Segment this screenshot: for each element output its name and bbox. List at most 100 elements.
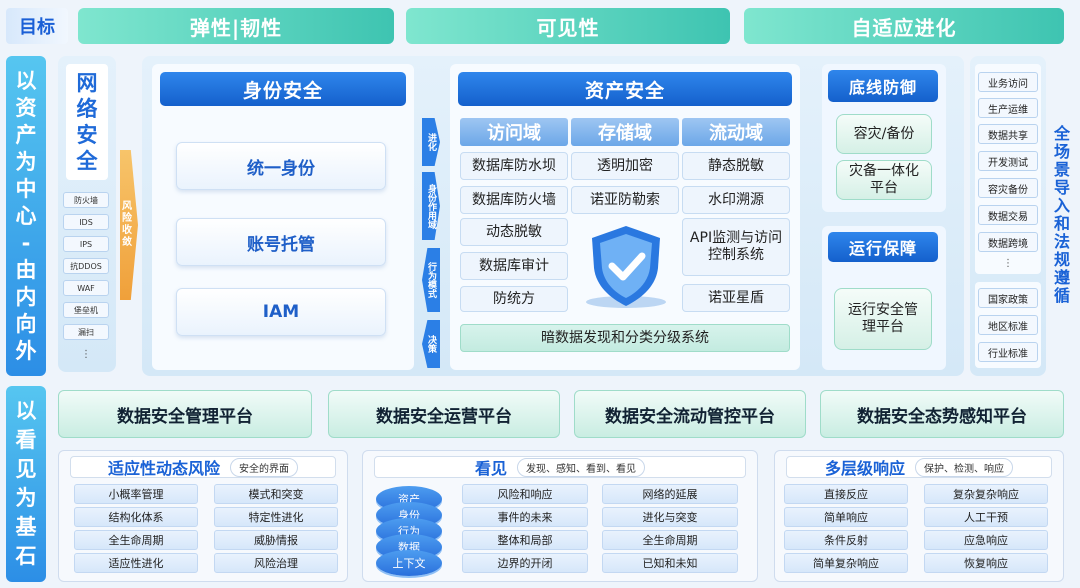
identity-card-iam: IAM (176, 288, 386, 336)
see-item: 已知和未知 (602, 553, 738, 573)
risk-item: 模式和突变 (214, 484, 338, 504)
scene-more: ⋮ (1003, 257, 1013, 269)
left-title-char: 为 (15, 486, 37, 510)
response-item: 条件反射 (784, 530, 908, 550)
title-char: 络 (76, 97, 98, 121)
network-more: ⋮ (81, 348, 91, 360)
scene-item: 业务访问 (978, 72, 1038, 92)
regulation-item: 行业标准 (978, 342, 1038, 362)
network-item: WAF (63, 280, 109, 296)
left-title-char: 外 (15, 338, 37, 363)
zone-flow: 流动域 (682, 118, 790, 146)
scenes-vertical-title: 全 场 景 导 入 和 法 规 遵 循 (1048, 120, 1076, 310)
risk-header: 适应性动态风险 安全的界面 (70, 456, 336, 478)
response-item: 应急响应 (924, 530, 1048, 550)
title-char: 全 (1053, 124, 1070, 143)
identity-card-unified: 统一身份 (176, 142, 386, 190)
network-item: IDS (63, 214, 109, 230)
see-item: 网络的延展 (602, 484, 738, 504)
network-security-title: 网 络 安 全 (66, 64, 108, 180)
asset-item: 静态脱敏 (682, 152, 790, 180)
risk-subtitle: 安全的界面 (230, 457, 298, 477)
scene-item: 生产运维 (978, 98, 1038, 118)
arrow-char: 险 (122, 213, 132, 224)
asset-item: 动态脱敏 (460, 218, 568, 246)
arrow-label: 风 险 收 敛 (122, 201, 132, 249)
response-item: 恢复响应 (924, 553, 1048, 573)
see-subtitle: 发现、感知、看到、看见 (517, 457, 645, 477)
connector-identity-scope: 身份作用域 (422, 172, 440, 240)
title-char: 安 (76, 123, 98, 147)
left-title-char: 内 (15, 284, 37, 309)
left-title-char: 基 (15, 515, 37, 539)
response-item: 简单响应 (784, 507, 908, 527)
left-title-char: 中 (15, 176, 37, 201)
left-title-char: 见 (15, 457, 37, 481)
platform-situational-awareness: 数据安全态势感知平台 (820, 390, 1064, 438)
risk-item: 风险治理 (214, 553, 338, 573)
title-char: 法 (1053, 232, 1070, 251)
risk-item: 全生命周期 (74, 530, 198, 550)
scene-item: 数据共享 (978, 124, 1038, 144)
identity-security-title: 身份安全 (160, 72, 406, 106)
response-item: 直接反应 (784, 484, 908, 504)
left-title-char: - (21, 230, 31, 255)
regulation-item: 国家政策 (978, 288, 1038, 308)
risk-item: 威胁情报 (214, 530, 338, 550)
goal-resilience: 弹性|韧性 (78, 8, 394, 44)
title-char: 网 (76, 71, 98, 95)
response-header: 多层级响应 保护、检测、响应 (786, 456, 1052, 478)
asset-item: 防统方 (460, 286, 568, 312)
title-char: 遵 (1053, 268, 1070, 287)
scene-item: 开发测试 (978, 151, 1038, 171)
title-char: 景 (1053, 160, 1070, 179)
left-title-char: 向 (15, 311, 37, 336)
title-char: 入 (1053, 196, 1070, 215)
see-item: 事件的未来 (462, 507, 588, 527)
left-title-char: 石 (15, 544, 37, 568)
title-char: 循 (1053, 286, 1070, 305)
see-header: 看见 发现、感知、看到、看见 (374, 456, 746, 478)
zone-access: 访问域 (460, 118, 568, 146)
risk-convergence-arrow: 风 险 收 敛 (120, 150, 138, 300)
dark-data-discovery-system: 暗数据发现和分类分级系统 (460, 324, 790, 352)
network-item: 漏扫 (63, 324, 109, 340)
left-title-char: 以 (15, 68, 37, 93)
regulation-item: 地区标准 (978, 315, 1038, 335)
network-item: 抗DDOS (63, 258, 109, 274)
goal-adaptive-evolution: 自适应进化 (744, 8, 1064, 44)
connector-label: 决策 (426, 335, 436, 353)
asset-item: 数据库防火墙 (460, 186, 568, 214)
connector-label: 进化 (426, 133, 436, 151)
response-subtitle: 保护、检测、响应 (915, 457, 1013, 477)
platform-operations: 数据安全运营平台 (328, 390, 560, 438)
network-item: IPS (63, 236, 109, 252)
baseline-item-dr-platform: 灾备一体化平台 (836, 160, 932, 200)
risk-item: 适应性进化 (74, 553, 198, 573)
response-item: 简单复杂响应 (784, 553, 908, 573)
risk-title: 适应性动态风险 (107, 459, 220, 478)
title-char: 规 (1053, 250, 1070, 269)
see-item: 风险和响应 (462, 484, 588, 504)
arrow-char: 风 (122, 201, 132, 212)
see-item: 边界的开闭 (462, 553, 588, 573)
scene-item: 数据交易 (978, 205, 1038, 225)
arrow-char: 收 (122, 225, 132, 236)
risk-item: 结构化体系 (74, 507, 198, 527)
title-char: 导 (1053, 178, 1070, 197)
stack-layer: 上下文 (376, 550, 442, 576)
connector-decision: 决策 (422, 320, 440, 368)
asset-security-box (450, 64, 800, 370)
response-item: 人工干预 (924, 507, 1048, 527)
risk-item: 小概率管理 (74, 484, 198, 504)
asset-item: 数据库防水坝 (460, 152, 568, 180)
asset-item: 水印溯源 (682, 186, 790, 214)
asset-item: 数据库审计 (460, 252, 568, 280)
connector-behavior-pattern: 行为模式 (422, 248, 440, 312)
connector-evolution: 进化 (422, 118, 440, 166)
see-item: 整体和局部 (462, 530, 588, 550)
arrow-char: 敛 (122, 237, 132, 248)
network-item: 防火墙 (63, 192, 109, 208)
platform-management: 数据安全管理平台 (58, 390, 312, 438)
